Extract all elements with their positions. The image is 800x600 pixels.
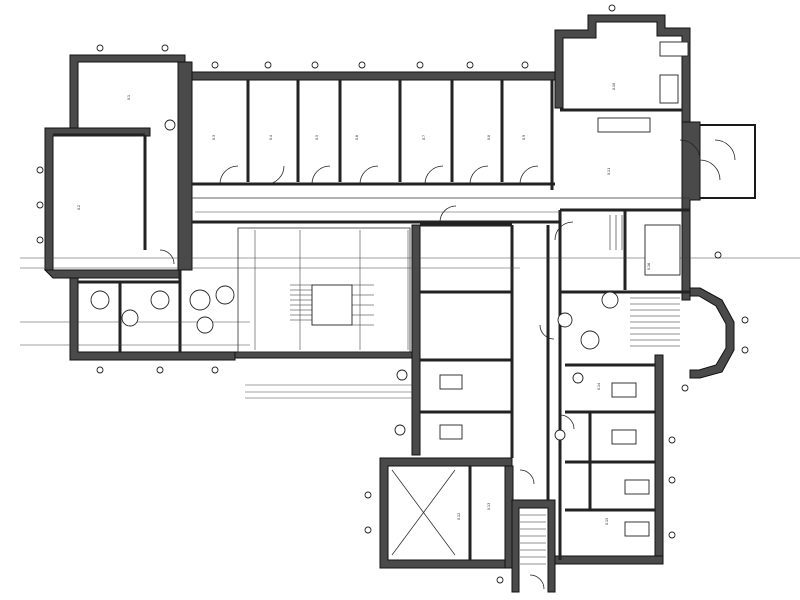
room-label: 0.11: [607, 168, 611, 175]
fixtures: [90, 41, 689, 537]
room-label: 0.7: [422, 135, 426, 140]
stair-main: [290, 284, 374, 326]
room-label: 0.12: [457, 513, 461, 520]
stair-east-upper: [609, 215, 623, 250]
grid-bubbles: [164, 119, 584, 441]
room-label: 0.13: [487, 503, 491, 510]
wall-south-annex: [379, 457, 513, 569]
wall-left-lower-block: [43, 269, 181, 279]
interior-partitions: [53, 80, 690, 560]
wall-hall-bottom: [234, 351, 416, 359]
stair-east: [630, 297, 680, 347]
exterior-walls: [43, 14, 756, 593]
room-label: 0.4: [269, 135, 273, 140]
wall-top-left-wing: [69, 54, 186, 131]
room-label: 0.2: [77, 205, 81, 210]
room-label: 0.6: [355, 135, 359, 140]
room-label: 0.10: [612, 83, 616, 90]
stair-well: [311, 284, 353, 326]
window-markers: [36, 4, 749, 584]
wall-vestibule: [700, 124, 756, 199]
room-label: 0.15: [605, 518, 609, 525]
grid-bubble: [394, 424, 406, 436]
wall-east-wing-bottom: [554, 555, 664, 565]
grid-bubble: [572, 372, 584, 384]
room-label: 0.8: [487, 135, 491, 140]
grid-bubble: [164, 119, 176, 131]
wall-left-main: [177, 61, 193, 271]
room-label: 0.14: [597, 383, 601, 390]
room-label: 0.1: [127, 95, 131, 100]
hall-outline: [237, 227, 411, 353]
stairs: [290, 215, 680, 565]
wall-top-rooms: [184, 71, 556, 81]
wall-round-tower: [689, 287, 735, 379]
wall-east-wing-right: [654, 354, 664, 561]
wall-east-right: [681, 121, 701, 301]
stair-south: [520, 514, 546, 565]
wall-left-upper: [44, 127, 151, 271]
room-labels: 0.1 0.2 0.3 0.4 0.5 0.6 0.7 0.8 0.9 0.10…: [77, 83, 651, 525]
annex-diagonal-2: [391, 469, 456, 556]
room-label: 0.16: [647, 263, 651, 270]
grid-bubble: [396, 369, 408, 381]
wall-south-stair: [511, 499, 556, 593]
room-label: 0.3: [212, 135, 216, 140]
room-label: 0.9: [522, 135, 526, 140]
wall-mid-vertical: [411, 224, 421, 456]
wall-top-right-tower: [554, 14, 691, 123]
grid-bubble: [554, 429, 566, 441]
room-label: 0.5: [315, 135, 319, 140]
door-swings: [159, 139, 736, 590]
